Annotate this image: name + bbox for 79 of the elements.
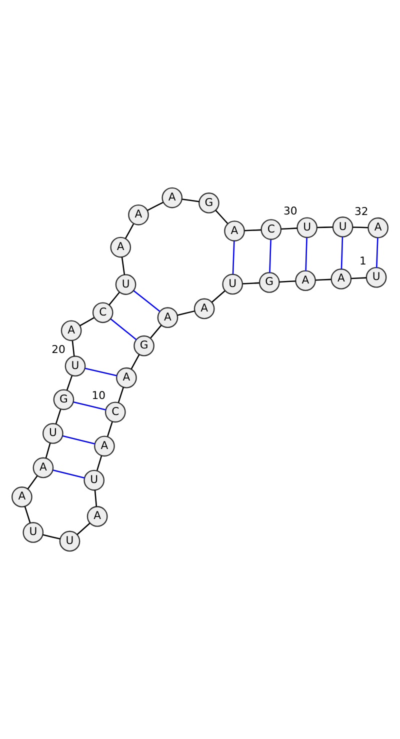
node-circle: U <box>42 423 64 444</box>
connector <box>376 238 378 268</box>
node-circle: U <box>115 274 136 295</box>
connector <box>147 202 164 211</box>
connector <box>55 409 62 424</box>
connector <box>269 240 272 272</box>
connector <box>121 257 126 275</box>
node-circle: C <box>104 402 126 423</box>
connector <box>73 401 106 410</box>
connector <box>182 198 200 202</box>
connector <box>66 376 73 390</box>
connector <box>317 226 333 228</box>
node-circle: C <box>260 219 282 240</box>
connector <box>215 210 228 224</box>
node-circle: A <box>368 217 388 238</box>
connector <box>316 278 332 281</box>
node-circle: A <box>194 298 215 320</box>
connector <box>211 290 226 303</box>
node-circle: U <box>332 216 354 238</box>
connector <box>76 522 90 536</box>
node-circle: A <box>110 236 132 258</box>
node-circle: A <box>330 268 352 290</box>
connector <box>118 387 124 403</box>
node-circle: U <box>296 217 318 238</box>
connector <box>279 280 296 283</box>
connector <box>244 229 262 232</box>
node-circle: A <box>157 307 178 328</box>
connector <box>110 318 136 340</box>
node-circle: A <box>116 367 137 388</box>
connector <box>72 340 75 356</box>
connector <box>108 292 120 306</box>
connector <box>281 228 298 230</box>
connector <box>150 324 162 338</box>
connector <box>62 435 95 444</box>
node-label: 20 <box>52 343 66 356</box>
node-circle: G <box>134 335 154 356</box>
node-circle: U <box>366 266 387 288</box>
node-label: 1 <box>360 254 366 268</box>
connector <box>124 224 134 239</box>
node-circle: U <box>84 470 105 491</box>
node-circle: A <box>86 506 108 527</box>
node-circle: U <box>22 522 44 543</box>
connector <box>52 470 84 478</box>
connector <box>130 354 140 370</box>
node-circle: A <box>295 270 316 292</box>
connector <box>305 238 308 270</box>
node-circle: G <box>198 192 220 214</box>
connector <box>242 282 260 284</box>
connector <box>96 456 102 471</box>
node-circle: A <box>224 220 245 242</box>
connector <box>232 240 235 274</box>
connector <box>94 490 98 507</box>
connector <box>80 317 94 326</box>
node-label: 32 <box>354 204 368 218</box>
node-circle: G <box>53 389 74 410</box>
connector <box>177 310 195 316</box>
node-circle: U <box>64 356 86 377</box>
node-label: 30 <box>283 204 298 218</box>
node-circle: A <box>32 457 54 478</box>
node-circle: G <box>258 272 280 293</box>
connector <box>45 443 51 458</box>
connector <box>42 534 60 540</box>
node-circle: U <box>222 274 244 295</box>
connector <box>340 236 344 269</box>
node-circle: C <box>92 302 114 324</box>
connector <box>24 506 31 523</box>
node-circle: A <box>128 204 149 226</box>
node-label: 10 <box>92 389 106 402</box>
connector <box>27 476 38 490</box>
node-circle: A <box>162 187 183 208</box>
node-circle: A <box>12 486 32 508</box>
node-circle: U <box>59 530 80 552</box>
connector <box>133 290 160 312</box>
connector <box>352 226 368 228</box>
connector <box>84 368 117 376</box>
connector <box>107 422 113 437</box>
connector <box>351 277 366 280</box>
node-circle: A <box>60 320 82 342</box>
node-circle: A <box>94 436 115 457</box>
